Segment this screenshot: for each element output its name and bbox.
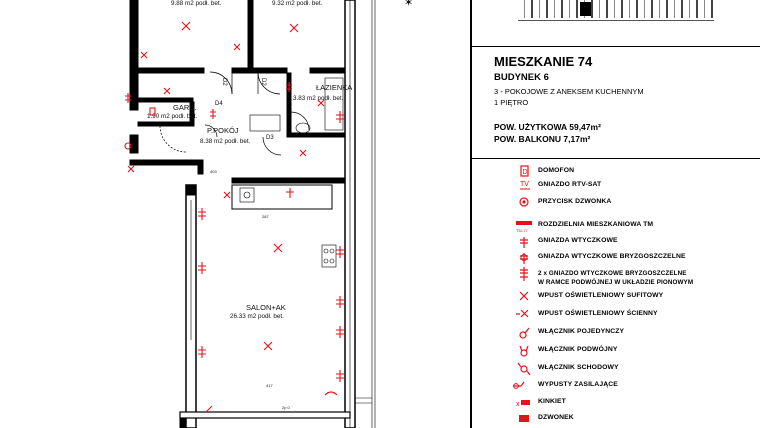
room-area: 9.88 m2 podł. bet. bbox=[171, 0, 222, 7]
dimension: 287 bbox=[262, 214, 269, 219]
svg-text:TV: TV bbox=[520, 181, 529, 188]
svg-text:TM-77: TM-77 bbox=[516, 228, 528, 233]
doorbell-button-icon bbox=[519, 197, 529, 207]
tv-socket-icon: TV bbox=[520, 181, 530, 190]
splashproof-socket-icon bbox=[520, 253, 528, 264]
legend-item: D DOMOFON bbox=[472, 164, 760, 180]
socket-icon bbox=[125, 93, 131, 103]
ceiling-light-icon bbox=[289, 23, 299, 33]
legend-item: WŁĄCZNIK SCHODOWY bbox=[472, 361, 760, 377]
socket-icon bbox=[520, 237, 528, 248]
stair-switch-icon bbox=[517, 362, 531, 376]
svg-text:D: D bbox=[523, 169, 528, 176]
single-switch-icon bbox=[205, 405, 213, 413]
legend-item: DZWONEK bbox=[472, 411, 760, 427]
legend-item: 2 x GNIAZDO WTYCZKOWE BRYZGOSZCZELNE W R… bbox=[472, 266, 760, 288]
ceiling-light-icon bbox=[273, 243, 283, 253]
legend-item: TM-77 ROZDZIELNIA MIESZKANIOWA TM bbox=[472, 218, 760, 234]
door-tag: D2 bbox=[221, 78, 227, 86]
socket-icon bbox=[286, 82, 292, 92]
dimension: 2p 0 bbox=[282, 405, 291, 410]
intercom-icon: D bbox=[520, 165, 529, 177]
floor-plan: 9.88 m2 podł. bet. 9.32 m2 podł. bet. ŁA… bbox=[124, 0, 413, 428]
apartment-type: 3 - POKOJOWE Z ANEKSEM KUCHENNYM bbox=[494, 87, 644, 96]
legend-item: GNIAZDA WTYCZKOWE bbox=[472, 234, 760, 250]
double-switch-icon bbox=[519, 345, 529, 357]
ceiling-light-icon bbox=[140, 51, 148, 59]
north-arrow-icon: ✶ bbox=[404, 0, 413, 9]
door-tag: D4 bbox=[215, 101, 223, 107]
wall-light-icon bbox=[516, 309, 529, 318]
ceiling-light-icon bbox=[233, 43, 241, 51]
room-name: P.POKÓJ bbox=[207, 126, 239, 135]
intercom-icon bbox=[149, 107, 156, 116]
doors bbox=[159, 71, 310, 156]
svg-text:x: x bbox=[516, 401, 520, 408]
wall-light-icon bbox=[299, 149, 307, 157]
kitchen-appliances bbox=[239, 187, 337, 268]
room-name: GARD. bbox=[173, 103, 197, 112]
socket-icon bbox=[210, 109, 216, 119]
ceiling-light-icon bbox=[223, 191, 231, 199]
legend-item: GNIAZDA WTYCZKOWE BRYZGOSZCZELNE bbox=[472, 250, 760, 266]
socket-icon bbox=[336, 370, 344, 382]
ceiling-light-icon bbox=[181, 21, 191, 31]
electrical-symbols bbox=[124, 21, 344, 413]
socket-icon bbox=[336, 246, 344, 258]
socket-icon bbox=[336, 296, 344, 308]
bell-icon bbox=[519, 415, 529, 422]
ceiling-light-icon bbox=[127, 165, 135, 173]
info-panel: MIESZKANIE 74 BUDYNEK 6 3 - POKOJOWE Z A… bbox=[470, 0, 760, 428]
doorbell-button-icon bbox=[124, 142, 132, 150]
building-label: BUDYNEK 6 bbox=[494, 72, 549, 83]
walls bbox=[129, 0, 376, 428]
socket-icon bbox=[336, 326, 344, 338]
room-area: 26.33 m2 podł. bet. bbox=[230, 313, 284, 320]
floor-label: 1 PIĘTRO bbox=[494, 98, 529, 107]
socket-icon bbox=[198, 346, 206, 358]
bathroom-fixtures bbox=[249, 77, 344, 134]
legend-item: WŁĄCZNIK POJEDYNCZY bbox=[472, 325, 760, 341]
room-name: ŁAZIENKA bbox=[316, 83, 352, 92]
dimension: 417 bbox=[266, 383, 273, 388]
socket-icon bbox=[198, 262, 206, 274]
legend-item: WPUST OŚWIETLENIOWY ŚCIENNY bbox=[472, 307, 760, 323]
legend: D DOMOFON TV GNIAZDO RTV-SAT PRZYCISK DZ… bbox=[472, 162, 760, 428]
room-area: 9.32 m2 podł. bet. bbox=[272, 0, 323, 7]
double-splashproof-socket-icon bbox=[520, 267, 528, 281]
legend-item: WŁĄCZNIK PODWÓJNY bbox=[472, 343, 760, 359]
apartment-title: MIESZKANIE 74 bbox=[494, 54, 593, 69]
door-tag: D3 bbox=[266, 135, 274, 141]
legend-item: WPUST OŚWIETLENIOWY SUFITOWY bbox=[472, 289, 760, 305]
room-area: 8.38 m2 podł. bet. bbox=[200, 138, 251, 145]
distribution-board-icon: TM-77 bbox=[516, 221, 532, 233]
socket-icon bbox=[286, 188, 294, 198]
room-name: SALON+AK bbox=[246, 303, 286, 312]
socket-icon bbox=[336, 111, 344, 123]
balcony-area: POW. BALKONU 7,17m² bbox=[494, 134, 591, 144]
ceiling-light-icon bbox=[519, 291, 529, 301]
ceiling-light-icon bbox=[163, 87, 171, 95]
ceiling-light-icon bbox=[263, 341, 273, 351]
single-switch-icon bbox=[519, 327, 530, 339]
legend-item: WYPUSTY ZASILAJĄCE bbox=[472, 378, 760, 394]
stair-switch-icon bbox=[324, 391, 338, 396]
room-area: 1.90 m2 podł. bet. bbox=[147, 113, 198, 120]
usable-area: POW. UŻYTKOWA 59,47m² bbox=[494, 122, 601, 132]
room-labels: 9.88 m2 podł. bet. 9.32 m2 podł. bet. ŁA… bbox=[147, 0, 352, 410]
legend-item: PRZYCISK DZWONKA bbox=[472, 195, 760, 211]
door-tag: D2 bbox=[260, 78, 266, 86]
wall-lamp-icon: x bbox=[516, 400, 530, 408]
building-thumbnail bbox=[518, 0, 714, 21]
legend-item: TV GNIAZDO RTV-SAT bbox=[472, 178, 760, 194]
power-outlet-icon bbox=[513, 381, 525, 389]
dimension: 403 bbox=[210, 169, 217, 174]
room-area: 3.83 m2 podł. bet. bbox=[293, 95, 344, 102]
ceiling-light-icon bbox=[317, 99, 325, 107]
socket-icon bbox=[198, 208, 206, 220]
legend-item: x KINKIET bbox=[472, 395, 760, 411]
